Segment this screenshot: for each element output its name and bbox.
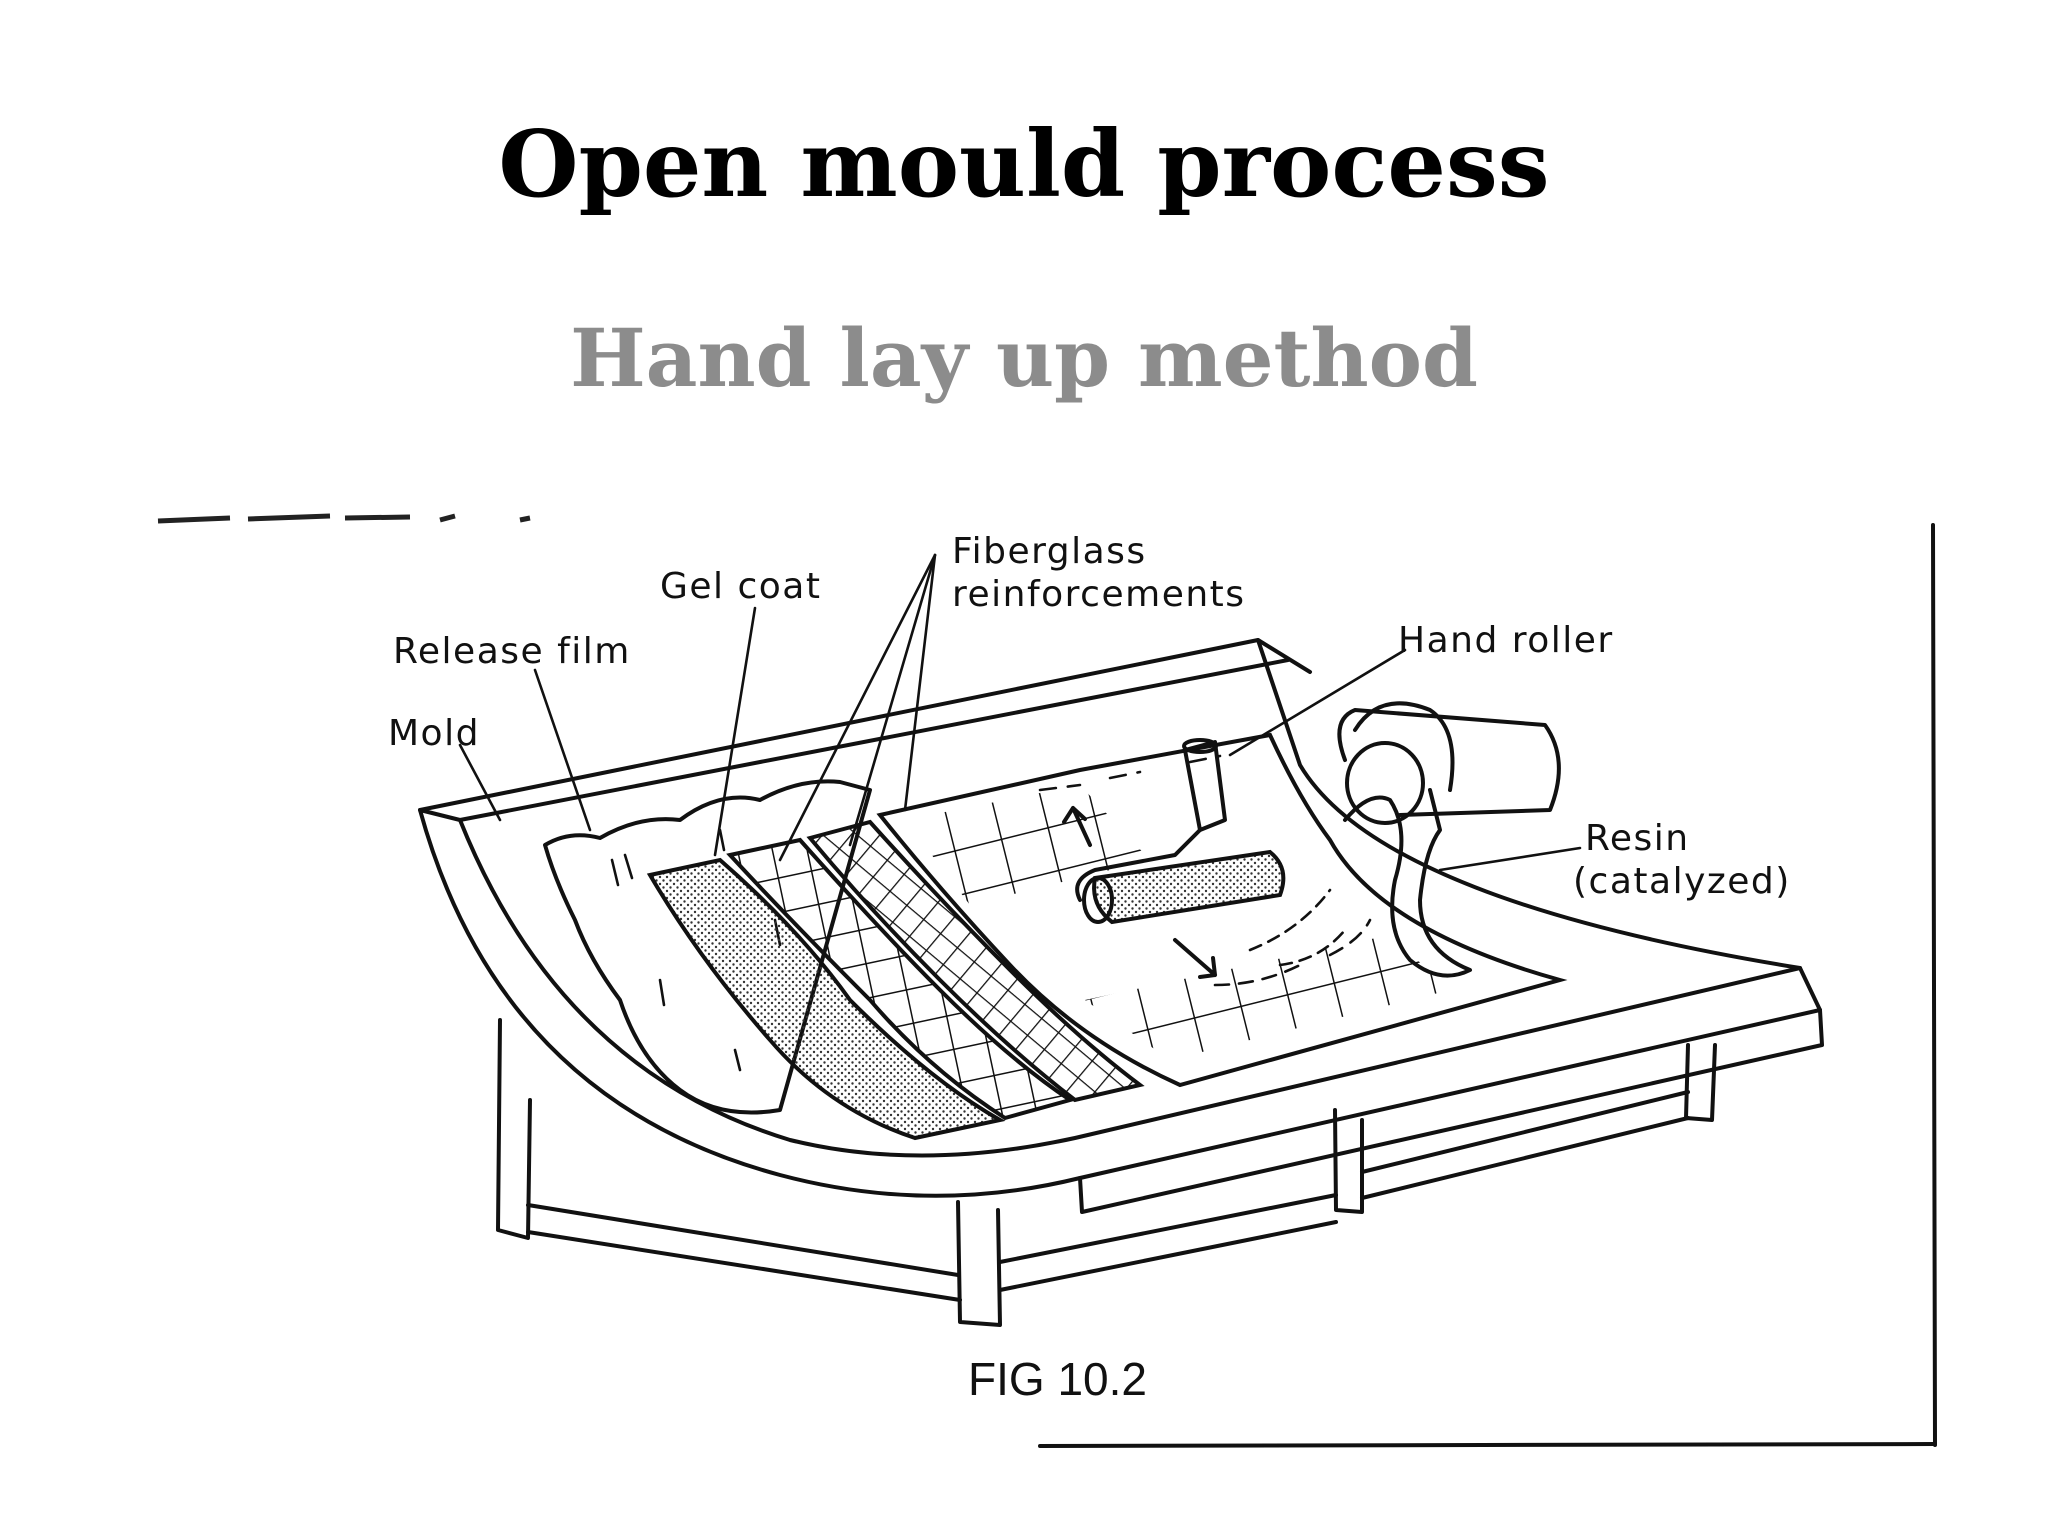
label-resin-line2: (catalyzed) (1573, 861, 1791, 902)
label-fiberglass-line1: Fiberglass (952, 531, 1147, 572)
fiberglass-layer-grid (726, 837, 1075, 1121)
gel-coat-layer (646, 857, 1006, 1141)
label-mold: Mold (388, 713, 480, 754)
slide-subtitle: Hand lay up method (570, 311, 1478, 405)
frame-bottom-edge (1038, 1442, 1937, 1448)
fiberglass-layer-crosshatch (806, 819, 1145, 1103)
roller-drum (1092, 849, 1286, 925)
arrow-down-icon (1173, 938, 1217, 979)
label-hand-roller: Hand roller (1398, 620, 1614, 661)
release-film (543, 779, 872, 1115)
label-resin-line1: Resin (1585, 818, 1690, 859)
arrow-up-icon (1062, 806, 1092, 847)
label-gel-coat: Gel coat (660, 566, 821, 607)
cropped-text-fragment (157, 513, 531, 524)
label-release-film: Release film (393, 631, 631, 672)
mould-stand (496, 1018, 1717, 1327)
slide-title: Open mould process (498, 110, 1550, 218)
label-fiberglass-line2: reinforcements (952, 574, 1246, 615)
resin-bucket (1337, 701, 1561, 825)
fiberglass-sheet-top (876, 732, 1568, 1088)
leader-lines (458, 553, 1582, 872)
resin-stream (1343, 788, 1472, 978)
frame-right-edge (1931, 523, 1937, 1447)
hand-roller-tool (1075, 738, 1286, 925)
mould-shell (418, 638, 1824, 1214)
figure-caption: FIG 10.2 (968, 1353, 1147, 1405)
